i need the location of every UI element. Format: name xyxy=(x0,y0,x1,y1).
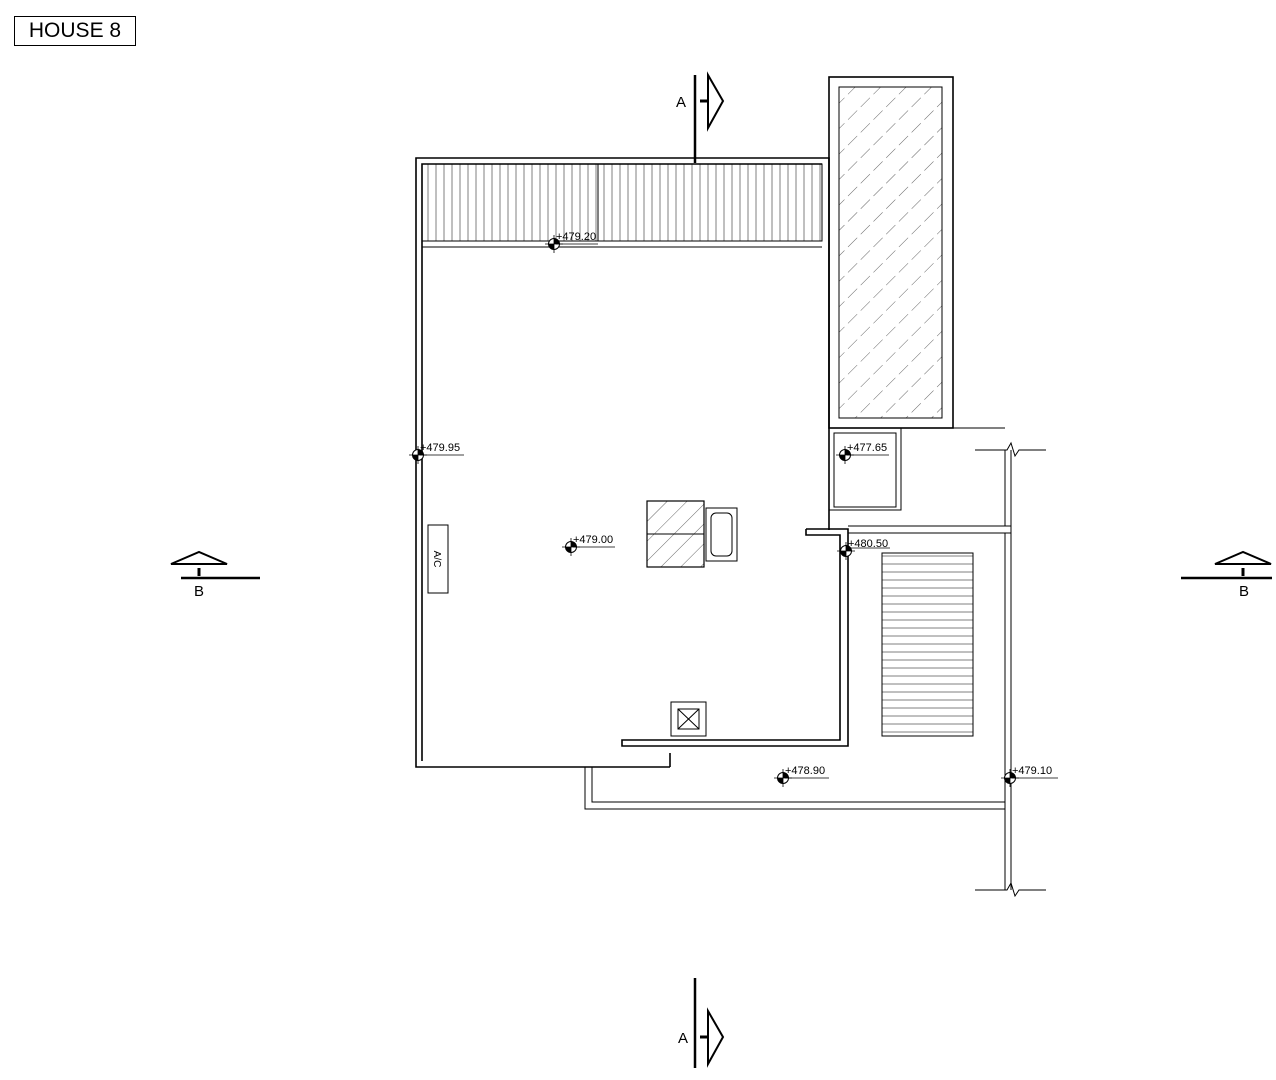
main-roof-outline xyxy=(415,157,830,768)
ac-label: A/C xyxy=(431,551,442,568)
level-symbol-icon xyxy=(774,769,792,787)
level-marker-east-edge: +479.10 xyxy=(1001,765,1058,787)
drawing-title: HOUSE 8 xyxy=(14,16,136,46)
level-west-wall: +479.95 xyxy=(420,442,460,454)
section-a-bottom: A xyxy=(678,978,725,1068)
section-b-right: B xyxy=(1181,550,1272,600)
section-a-label-bottom: A xyxy=(678,1030,688,1047)
level-south-terrace: +478.90 xyxy=(785,765,825,777)
level-symbol-icon xyxy=(545,235,563,253)
south-terrace xyxy=(584,767,1005,810)
east-hatched-block xyxy=(828,76,954,429)
hvac-units xyxy=(646,500,738,568)
section-b-left: B xyxy=(170,550,260,600)
level-terrace-edge: +479.20 xyxy=(556,231,596,243)
stairs xyxy=(881,552,974,737)
ac-unit: A/C xyxy=(427,524,449,594)
level-roof-center: +479.00 xyxy=(573,534,613,546)
east-boundary-walls xyxy=(848,441,1046,898)
level-east-edge: +479.10 xyxy=(1012,765,1052,777)
section-b-label-left: B xyxy=(194,583,204,600)
section-a-top: A xyxy=(676,71,725,163)
level-east-small-room: +477.65 xyxy=(847,442,887,454)
level-marker-south-terrace: +478.90 xyxy=(774,765,829,787)
level-marker-roof-center: +479.00 xyxy=(562,534,615,556)
north-terrace-strip xyxy=(421,163,823,248)
east-small-room xyxy=(828,427,1005,511)
level-marker-east-small-room: +477.65 xyxy=(836,442,889,464)
level-marker-west-wall: +479.95 xyxy=(409,442,464,464)
east-parapet xyxy=(621,528,849,747)
section-b-label-right: B xyxy=(1239,583,1249,600)
level-stair-wall: +480.50 xyxy=(848,538,888,550)
level-marker-stair-wall: +480.50 xyxy=(837,538,890,560)
roof-hatch xyxy=(670,701,707,737)
level-marker-terrace-edge: +479.20 xyxy=(545,231,598,253)
section-a-label-top: A xyxy=(676,94,686,111)
level-symbol-icon xyxy=(562,538,580,556)
